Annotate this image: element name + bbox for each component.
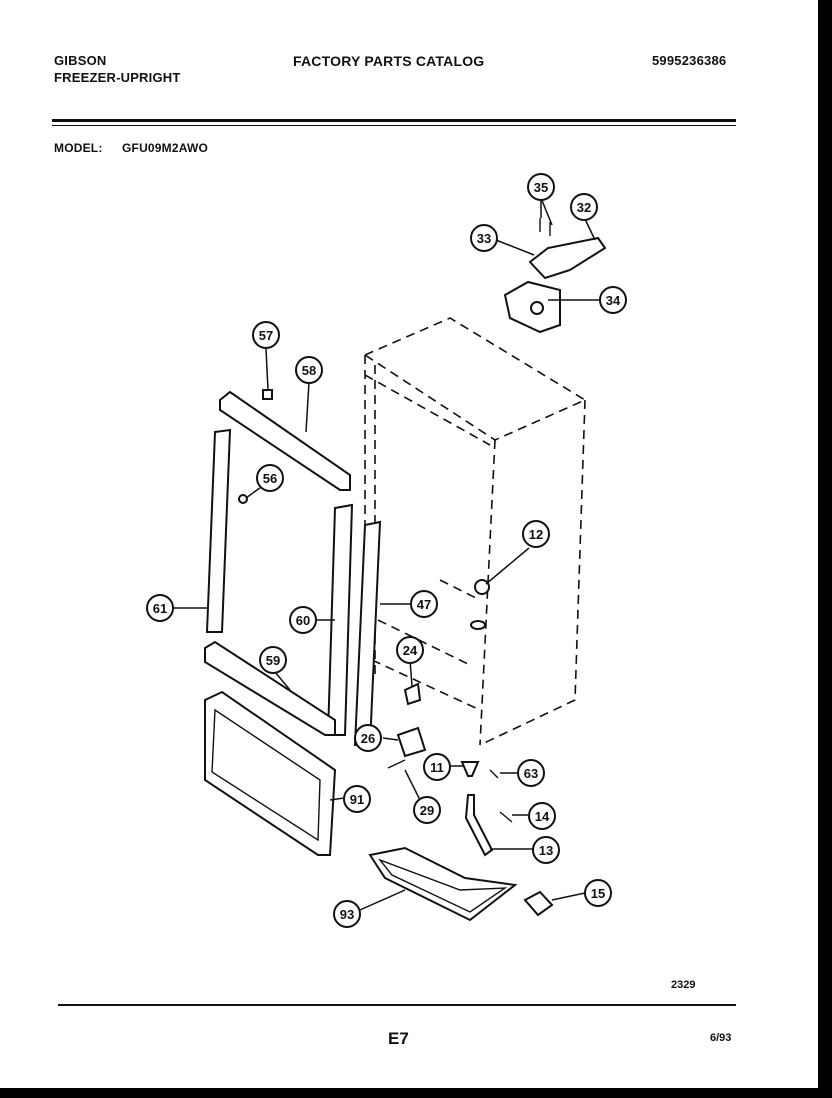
svg-text:11: 11: [430, 760, 444, 775]
svg-text:57: 57: [259, 328, 273, 343]
callout-91: 91: [343, 785, 371, 813]
svg-text:61: 61: [153, 601, 167, 616]
cabinet-outline: [363, 317, 587, 746]
footer-rule: [58, 1004, 736, 1006]
callout-14: 14: [528, 802, 556, 830]
publication-date: 6/93: [710, 1032, 732, 1044]
callout-12: 12: [522, 520, 550, 548]
svg-text:14: 14: [535, 809, 550, 824]
svg-text:56: 56: [263, 471, 277, 486]
callout-29: 29: [413, 796, 441, 824]
drawing-number: 2329: [671, 979, 695, 991]
header-rule-thick: [52, 119, 736, 122]
door-frame-parts: [204, 390, 382, 856]
svg-text:93: 93: [340, 907, 354, 922]
callout-26: 26: [354, 724, 382, 752]
svg-text:12: 12: [529, 527, 543, 542]
svg-text:35: 35: [534, 180, 548, 195]
callout-35: 35: [527, 173, 555, 201]
callout-63: 63: [517, 759, 545, 787]
catalog-title: FACTORY PARTS CATALOG: [293, 53, 485, 69]
callout-34: 34: [599, 286, 627, 314]
callout-93: 93: [333, 900, 361, 928]
svg-text:59: 59: [266, 653, 280, 668]
page-code: E7: [388, 1029, 409, 1048]
header-rule-thin: [52, 125, 736, 126]
callout-32: 32: [570, 193, 598, 221]
model-label: MODEL:: [54, 141, 103, 155]
brand-name: GIBSON: [54, 53, 107, 68]
svg-text:26: 26: [361, 731, 375, 746]
svg-text:32: 32: [577, 200, 591, 215]
callout-59: 59: [259, 646, 287, 674]
product-line: FREEZER-UPRIGHT: [54, 70, 181, 85]
callout-47: 47: [410, 590, 438, 618]
callout-58: 58: [295, 356, 323, 384]
svg-text:63: 63: [524, 766, 538, 781]
callout-60: 60: [289, 606, 317, 634]
callout-33: 33: [470, 224, 498, 252]
hardware-parts: [238, 389, 554, 922]
svg-text:91: 91: [350, 792, 364, 807]
callout-24: 24: [396, 636, 424, 664]
svg-text:34: 34: [606, 293, 621, 308]
svg-text:13: 13: [539, 843, 553, 858]
callout-56: 56: [256, 464, 284, 492]
svg-text:24: 24: [403, 643, 418, 658]
svg-text:58: 58: [302, 363, 316, 378]
callout-13: 13: [532, 836, 560, 864]
catalog-page: GIBSON FREEZER-UPRIGHT FACTORY PARTS CAT…: [0, 0, 818, 1088]
callout-15: 15: [584, 879, 612, 907]
exploded-parts-diagram: 35 32 33 34 57 58 56 12 61 60 47 24 59 2…: [146, 173, 695, 991]
top-hinge-assembly: [503, 218, 607, 334]
catalog-number: 5995236386: [652, 53, 727, 68]
svg-text:15: 15: [591, 886, 605, 901]
callout-11: 11: [423, 753, 451, 781]
callout-61: 61: [146, 594, 174, 622]
svg-text:60: 60: [296, 613, 310, 628]
model-number: GFU09M2AWO: [122, 141, 209, 155]
svg-text:47: 47: [417, 597, 431, 612]
svg-text:33: 33: [477, 231, 491, 246]
leader-lines: [173, 197, 601, 911]
svg-text:29: 29: [420, 803, 434, 818]
callout-57: 57: [252, 321, 280, 349]
